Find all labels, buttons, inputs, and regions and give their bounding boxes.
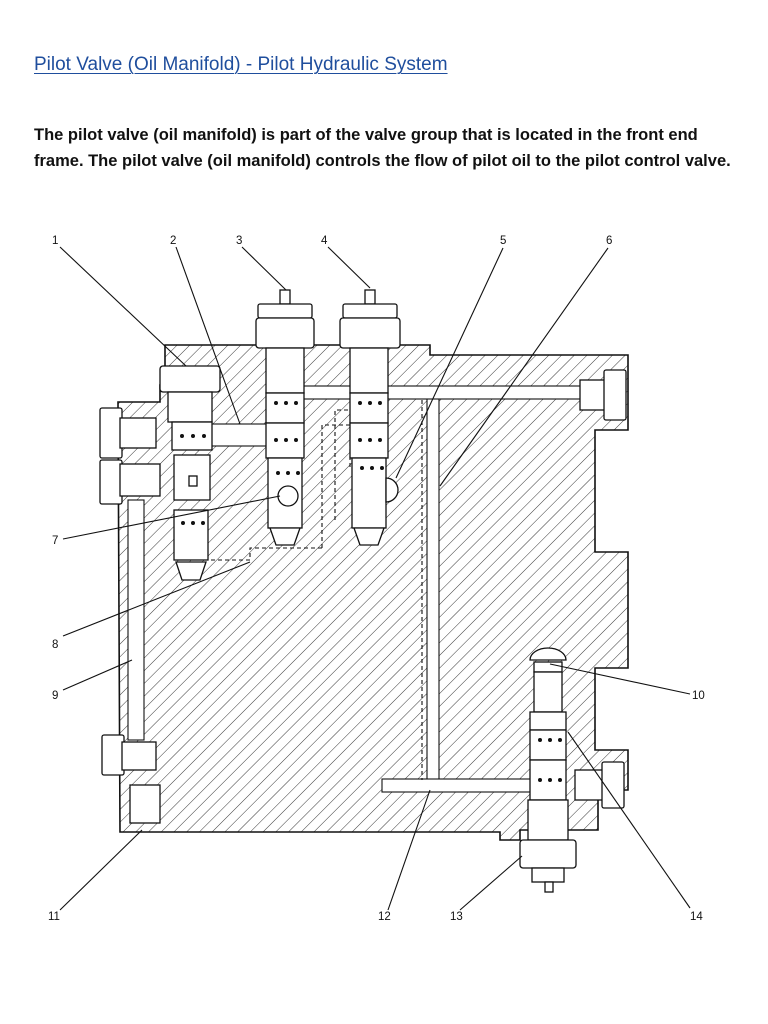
callout-12: 12 [378, 911, 391, 923]
leader-lines [59, 246, 691, 911]
dashed-passage-c [190, 547, 322, 561]
top-passage [299, 385, 591, 400]
left-fittings [99, 407, 161, 824]
bottom-passage [381, 778, 533, 793]
pilot-valve-3 [255, 289, 315, 546]
callout-labels: 1 2 3 4 5 6 7 8 9 10 11 12 13 14 [48, 235, 705, 923]
callout-7: 7 [52, 535, 58, 547]
center-passage [426, 394, 440, 791]
callout-4: 4 [321, 235, 328, 247]
right-top-fitting [579, 369, 627, 421]
callout-6: 6 [606, 235, 612, 247]
description-paragraph: The pilot valve (oil manifold) is part o… [34, 126, 731, 170]
callout-10: 10 [692, 690, 705, 702]
callout-3: 3 [236, 235, 242, 247]
left-passage [127, 499, 145, 741]
left-cartridge-valve [159, 365, 221, 581]
lower-right-valve [519, 647, 625, 893]
callout-2: 2 [170, 235, 176, 247]
pilot-valve-4 [339, 289, 401, 546]
callout-14: 14 [690, 911, 703, 923]
callout-5: 5 [500, 235, 506, 247]
callout-9: 9 [52, 690, 58, 702]
callout-13: 13 [450, 911, 463, 923]
mid-passage [204, 423, 271, 447]
dashed-passage-a [321, 424, 351, 548]
page-title: Pilot Valve (Oil Manifold) - Pilot Hydra… [34, 54, 448, 75]
callout-1: 1 [52, 235, 58, 247]
callout-8: 8 [52, 639, 58, 651]
callout-11: 11 [48, 911, 60, 923]
manifold-body [117, 344, 629, 841]
